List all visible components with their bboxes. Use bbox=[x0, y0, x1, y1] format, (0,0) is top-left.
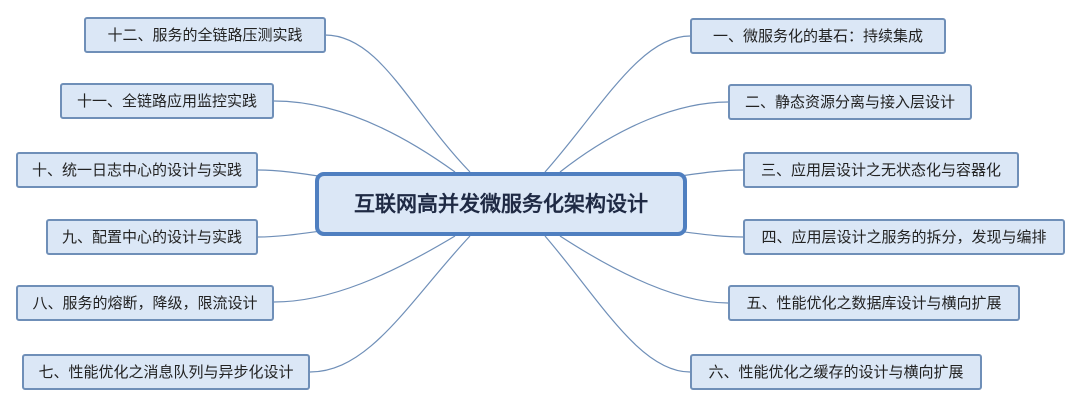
topic-2[interactable]: 二、静态资源分离与接入层设计 bbox=[728, 84, 972, 120]
connector-left-8 bbox=[273, 235, 456, 303]
connector-right-1 bbox=[544, 35, 691, 173]
connector-left-11 bbox=[273, 100, 456, 173]
topic-12[interactable]: 十二、服务的全链路压测实践 bbox=[84, 17, 326, 53]
topic-1[interactable]: 一、微服务化的基石：持续集成 bbox=[690, 18, 946, 54]
topic-4[interactable]: 四、应用层设计之服务的拆分，发现与编排 bbox=[743, 219, 1065, 255]
topic-10[interactable]: 十、统一日志中心的设计与实践 bbox=[16, 152, 258, 188]
topic-9[interactable]: 九、配置中心的设计与实践 bbox=[46, 219, 258, 255]
connector-right-2 bbox=[559, 101, 729, 173]
topic-11[interactable]: 十一、全链路应用监控实践 bbox=[60, 83, 274, 119]
connector-left-7 bbox=[309, 235, 471, 373]
connector-right-5 bbox=[559, 235, 729, 304]
topic-5[interactable]: 五、性能优化之数据库设计与横向扩展 bbox=[728, 285, 1020, 321]
connector-right-6 bbox=[544, 235, 691, 373]
topic-7[interactable]: 七、性能优化之消息队列与异步化设计 bbox=[22, 354, 310, 390]
connector-left-12 bbox=[324, 34, 471, 173]
topic-6[interactable]: 六、性能优化之缓存的设计与横向扩展 bbox=[690, 354, 982, 390]
topic-8[interactable]: 八、服务的熔断，降级，限流设计 bbox=[16, 285, 274, 321]
central-topic[interactable]: 互联网高并发微服务化架构设计 bbox=[315, 172, 687, 236]
topic-3[interactable]: 三、应用层设计之无状态化与容器化 bbox=[743, 152, 1019, 188]
